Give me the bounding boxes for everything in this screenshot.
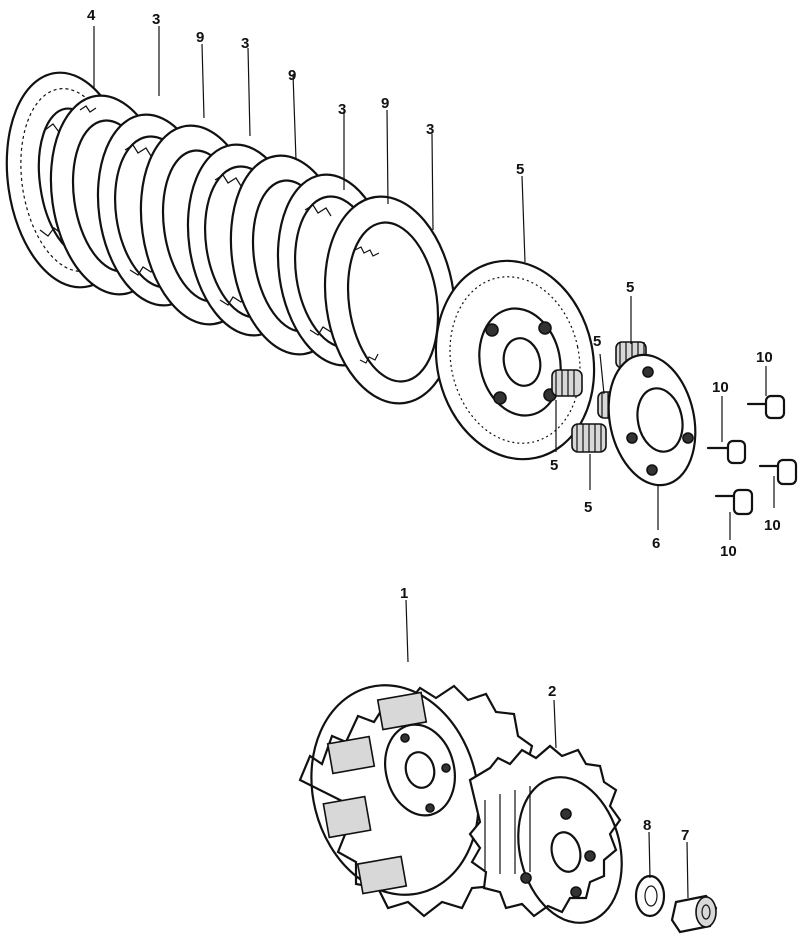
clutch-center-2 (468, 744, 623, 924)
spring-5-left (551, 369, 583, 397)
callout-9: 9 (288, 67, 296, 84)
callout-7: 7 (681, 827, 689, 844)
callout-5: 5 (584, 499, 592, 516)
callout-labels: 4 3 9 3 9 3 9 3 5 5 5 5 5 6 10 10 10 10 … (87, 7, 781, 844)
plate-stack (5, 71, 798, 516)
bolt-10-b (706, 439, 747, 465)
callout-5: 5 (516, 161, 524, 178)
callout-5: 5 (626, 279, 634, 296)
washer-8 (634, 874, 666, 918)
callout-3: 3 (241, 35, 249, 52)
lower-assembly (298, 684, 718, 934)
callout-3: 3 (338, 101, 346, 118)
callout-2: 2 (548, 683, 556, 700)
callout-10: 10 (712, 379, 729, 396)
bolt-10-a (746, 394, 786, 420)
pressure-plate-5 (434, 259, 596, 461)
bolt-10-c (758, 458, 798, 486)
callout-9: 9 (196, 29, 204, 46)
bolt-10-d (714, 488, 754, 516)
callout-5: 5 (593, 333, 601, 350)
leader-lines (93, 26, 775, 899)
callout-8: 8 (643, 817, 651, 834)
callout-9: 9 (381, 95, 389, 112)
callout-6: 6 (652, 535, 660, 552)
callout-10: 10 (764, 517, 781, 534)
callout-3: 3 (152, 11, 160, 28)
callout-4: 4 (87, 7, 96, 24)
callout-5: 5 (550, 457, 558, 474)
callout-3: 3 (426, 121, 434, 138)
callout-10: 10 (720, 543, 737, 560)
lifter-plate-6 (607, 353, 697, 487)
callout-1: 1 (400, 585, 408, 602)
nut-7 (670, 894, 718, 934)
spring-5-bottom (571, 423, 607, 453)
callout-10: 10 (756, 349, 773, 366)
